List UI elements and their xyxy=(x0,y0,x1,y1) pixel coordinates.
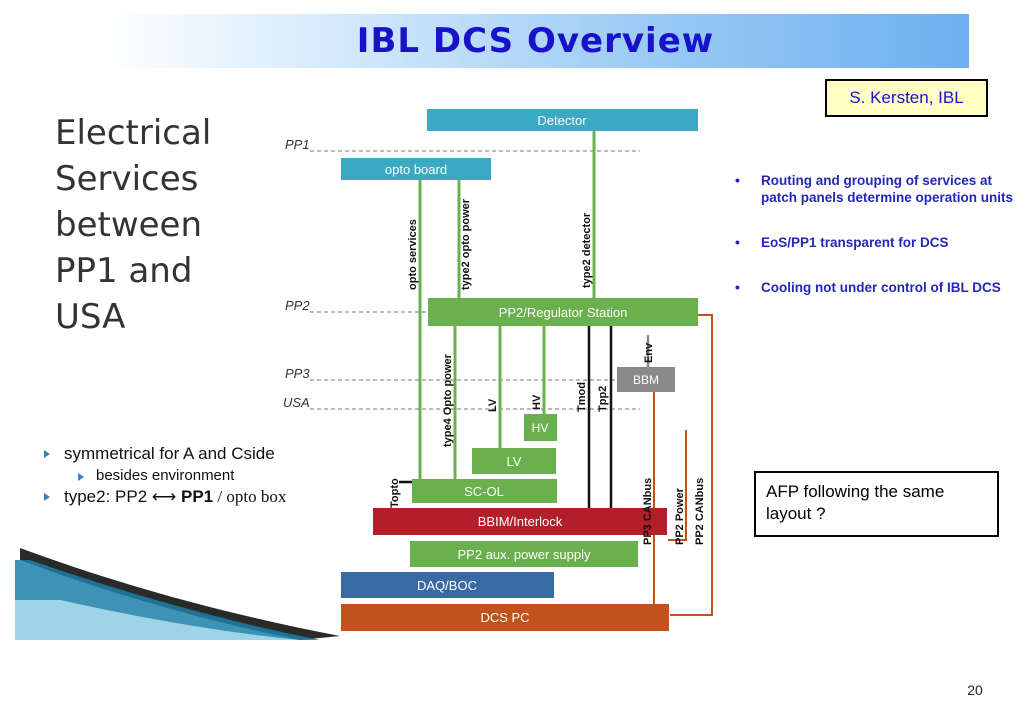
heading-line: between xyxy=(55,205,203,245)
hv-label: HV xyxy=(532,421,549,435)
hv-block xyxy=(524,414,557,441)
cable-label-topto: Topto xyxy=(389,478,401,508)
heading-line: USA xyxy=(55,297,126,337)
pp2-regulator-block xyxy=(428,298,698,326)
cable-label-pp3-canbus: PP3 CANbus xyxy=(642,478,654,545)
daq-boc-block xyxy=(341,572,554,598)
list-item: •Cooling not under control of IBL DCS xyxy=(735,279,1001,295)
daq-boc-label: DAQ/BOC xyxy=(417,578,477,593)
level-label-pp2: PP2 xyxy=(285,298,310,313)
cable-label-tpp2: Tpp2 xyxy=(597,386,609,412)
lv-label: LV xyxy=(507,454,522,469)
cable-label-hv: HV xyxy=(531,394,543,410)
list-item-type2: type2: PP2 ⟷ PP1 / opto box xyxy=(44,487,344,507)
heading-line: PP1 and xyxy=(55,251,193,291)
section-heading: Electrical Services between PP1 and USA xyxy=(55,110,275,340)
pp2-regulator-label: PP2/Regulator Station xyxy=(499,305,628,320)
cable-label-type4-opto-power: type4 Opto power xyxy=(442,353,454,447)
detector-label: Detector xyxy=(537,113,587,128)
dcs-pc-label: DCS PC xyxy=(480,610,529,625)
heading-line: Services xyxy=(55,159,199,199)
right-bullet-list: •Routing and grouping of services at pat… xyxy=(735,172,1015,324)
detector-block xyxy=(427,109,698,131)
opto-board-block xyxy=(341,158,491,180)
list-item: besides environment xyxy=(44,467,344,484)
double-arrow-icon: ⟷ xyxy=(151,487,177,506)
author-label: S. Kersten, IBL xyxy=(825,79,988,117)
list-item: •EoS/PP1 transparent for DCS xyxy=(735,234,949,250)
bbm-block xyxy=(617,367,675,392)
list-item: •Routing and grouping of services at pat… xyxy=(735,172,1014,205)
cable-label-lv: LV xyxy=(487,398,499,412)
cable-label-env: Env xyxy=(643,342,655,363)
title-bar: IBL DCS Overview xyxy=(102,14,969,68)
heading-line: Electrical xyxy=(55,113,212,153)
cable-label-opto-services: opto services xyxy=(407,219,419,290)
level-label-usa: USA xyxy=(283,395,310,410)
cable-label-type2-opto-power: type2 opto power xyxy=(460,198,472,290)
afp-note: AFP following the same layout ? xyxy=(754,471,999,537)
left-bullet-list: symmetrical for A and Cside besides envi… xyxy=(44,444,344,510)
bbim-interlock-block xyxy=(373,508,667,535)
sc-ol-label: SC-OL xyxy=(464,484,504,499)
cable-label-type2-detector: type2 detector xyxy=(581,212,593,288)
bbm-label: BBM xyxy=(633,373,659,387)
bullet-arrow-icon xyxy=(78,473,84,481)
page-title: IBL DCS Overview xyxy=(356,21,715,61)
list-item: symmetrical for A and Cside xyxy=(44,444,344,464)
bbim-interlock-label: BBIM/Interlock xyxy=(478,514,563,529)
lv-block xyxy=(472,448,556,474)
cable-label-tmod: Tmod xyxy=(576,382,588,412)
opto-board-label: opto board xyxy=(385,162,447,177)
level-label-pp3: PP3 xyxy=(285,366,310,381)
bullet-arrow-icon xyxy=(44,450,50,458)
pp2-aux-power-block xyxy=(410,541,638,567)
cable-label-pp2-power: PP2 Power xyxy=(674,487,686,545)
cable-label-pp2-canbus: PP2 CANbus xyxy=(694,478,706,545)
level-label-pp1: PP1 xyxy=(285,137,310,152)
bullet-arrow-icon xyxy=(44,493,50,501)
pp2-aux-power-label: PP2 aux. power supply xyxy=(458,547,591,562)
sc-ol-block xyxy=(412,479,557,503)
dcs-pc-block xyxy=(341,604,669,631)
page-number: 20 xyxy=(967,682,983,698)
